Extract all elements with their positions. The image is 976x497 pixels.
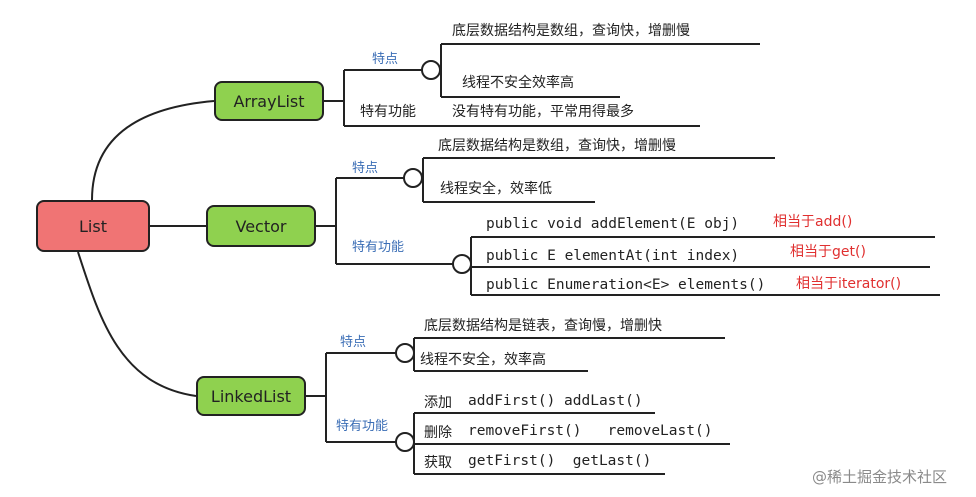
method-group-label: 获取 — [424, 455, 452, 471]
branch-collapse-icon[interactable] — [421, 60, 441, 80]
method-signature: public Enumeration<E> elements() — [486, 277, 766, 293]
method-signature: public E elementAt(int index) — [486, 248, 740, 264]
node-arraylist[interactable]: ArrayList — [214, 81, 324, 121]
method-signature: public void addElement(E obj) — [486, 216, 740, 232]
method-list: addFirst() addLast() — [468, 393, 643, 409]
leaf-text: 没有特有功能，平常用得最多 — [452, 104, 634, 120]
leaf-text: 线程安全，效率低 — [440, 181, 552, 197]
category-label: 特有功能 — [352, 240, 405, 255]
branch-collapse-icon[interactable] — [395, 343, 415, 363]
leaf-text: 线程不安全效率高 — [462, 75, 574, 91]
leaf-text: 底层数据结构是链表，查询慢，增删快 — [424, 318, 662, 334]
node-linkedlist[interactable]: LinkedList — [196, 376, 306, 416]
category-label: 特点 — [352, 161, 379, 176]
watermark: @稀土掘金技术社区 — [812, 468, 948, 486]
category-label: 特点 — [372, 52, 399, 67]
node-vector[interactable]: Vector — [206, 205, 316, 247]
category-label: 特有功能 — [336, 419, 389, 434]
method-note: 相当于add() — [773, 214, 853, 230]
method-note: 相当于get() — [790, 244, 866, 260]
branch-collapse-icon[interactable] — [403, 168, 423, 188]
category-label: 特有功能 — [360, 104, 416, 120]
leaf-text: 底层数据结构是数组，查询快，增删慢 — [452, 23, 690, 39]
method-group-label: 删除 — [424, 425, 452, 441]
leaf-text: 线程不安全，效率高 — [420, 352, 546, 368]
category-label: 特点 — [340, 335, 367, 350]
method-note: 相当于iterator() — [796, 276, 902, 292]
method-list: getFirst() getLast() — [468, 453, 652, 469]
branch-collapse-icon[interactable] — [452, 254, 472, 274]
method-list: removeFirst() removeLast() — [468, 423, 713, 439]
root-node-list[interactable]: List — [36, 200, 150, 252]
branch-collapse-icon[interactable] — [395, 432, 415, 452]
method-group-label: 添加 — [424, 395, 452, 411]
leaf-text: 底层数据结构是数组，查询快，增删慢 — [438, 138, 676, 154]
